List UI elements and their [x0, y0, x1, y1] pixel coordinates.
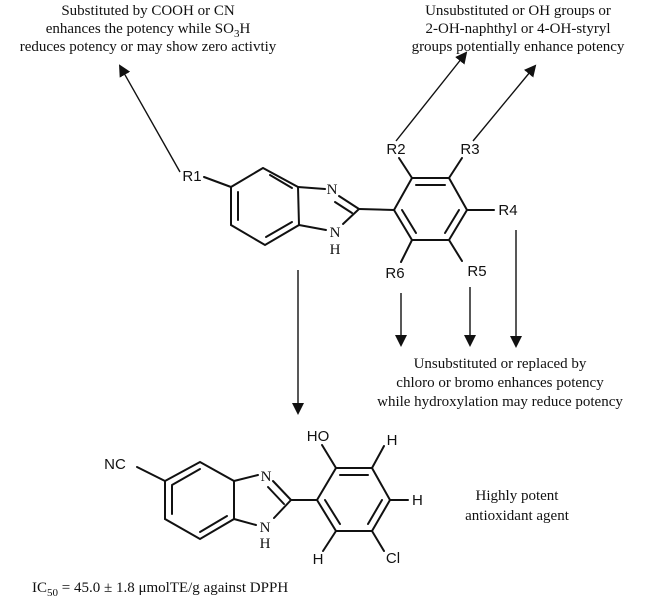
bond-c2-phenyl	[358, 208, 395, 211]
bond-phenyl-double-c	[401, 209, 417, 234]
bond-compound-c-n3	[233, 474, 259, 482]
bond-compound-n3-c2-double	[267, 486, 285, 505]
note-r4r5r6-line2: chloro or bromo enhances potency	[396, 375, 604, 391]
note-r1-line2-pre: enhances the potency while SO	[46, 21, 234, 37]
arrows	[119, 51, 537, 415]
note-r2r3-line2: 2-OH-naphthyl or 4-OH-styryl	[426, 21, 611, 37]
atom-h1: H	[330, 242, 341, 258]
bond-compound-n1-c2	[273, 499, 292, 519]
note-potent-line1: Highly potent	[476, 488, 560, 504]
bond-compound-phenyl-double-c	[324, 499, 341, 525]
note-potent-line2: antioxidant agent	[465, 508, 570, 524]
label-r1: R1	[182, 168, 201, 185]
bond-cn	[136, 466, 166, 482]
atom-compound-n1: N	[260, 520, 271, 536]
bond-n3-c2	[338, 195, 360, 210]
bond-benzo-double-a	[269, 174, 293, 189]
atom-cn: NC	[104, 456, 126, 473]
bond-r1	[203, 176, 232, 188]
bond-c-n1	[298, 224, 327, 231]
note-r2r3: Unsubstituted or OH groups or 2-OH-napht…	[412, 3, 625, 55]
note-r4r5r6-line1: Unsubstituted or replaced by	[414, 356, 587, 372]
atom-compound-h1: H	[260, 536, 271, 552]
bond-compound-n3-c2	[272, 480, 292, 501]
bond-phenyl-double-b	[444, 209, 460, 234]
bond-r2	[398, 157, 413, 179]
bond-benzo-ring	[230, 167, 301, 247]
label-r2: R2	[386, 141, 405, 158]
label-r6: R6	[385, 265, 404, 282]
bond-compound-benzo-ring	[164, 460, 235, 541]
bond-n3-c2-double	[334, 201, 353, 214]
atom-h-a: H	[387, 432, 398, 449]
bond-benzo-double-b	[265, 221, 293, 238]
bond-oh	[321, 444, 337, 469]
bond-compound-benzo-double-a	[171, 468, 201, 486]
bond-compound-c-n1	[233, 518, 257, 526]
note-r2r3-line1: Unsubstituted or OH groups or	[425, 3, 611, 19]
label-r3: R3	[460, 141, 479, 158]
atom-compound-n3: N	[261, 469, 272, 485]
potent-compound-structure: N N H NC HO H H Cl H	[104, 428, 423, 568]
note-r2r3-line3: groups potentially enhance potency	[412, 39, 625, 55]
scaffold-structure: N N H R1 R2 R3 R4 R5 R6	[182, 141, 517, 282]
bond-h-c	[322, 530, 337, 552]
bond-r5	[448, 239, 463, 262]
atom-cl: Cl	[386, 550, 400, 567]
atom-ho: HO	[307, 428, 330, 445]
label-r4: R4	[498, 202, 517, 219]
note-potent: Highly potent antioxidant agent	[465, 488, 570, 524]
bond-compound-benzo-double-b	[199, 515, 228, 533]
note-r1-line2: enhances the potency while SO3H	[46, 21, 251, 40]
arrow-r1	[119, 64, 181, 173]
note-r1: Substituted by COOH or CN enhances the p…	[20, 3, 277, 55]
bond-h-a	[371, 445, 385, 469]
note-r1-line2-sub: 3	[234, 28, 240, 40]
bond-c-n3	[297, 186, 326, 190]
ic50-value: IC50 = 45.0 ± 1.8 μmolTE/g against DPPH	[32, 580, 288, 599]
note-r4r5r6: Unsubstituted or replaced by chloro or b…	[377, 356, 623, 410]
atom-h-b: H	[412, 492, 423, 509]
atom-h-c: H	[313, 551, 324, 568]
ic50-post: = 45.0 ± 1.8 μmolTE/g against DPPH	[58, 580, 288, 596]
arrow-r3	[472, 64, 537, 142]
bond-cl	[371, 530, 385, 552]
bond-r3	[448, 157, 463, 179]
atom-n3: N	[327, 182, 338, 198]
bond-n1-c2	[342, 208, 360, 225]
bond-phenyl-ring	[393, 177, 469, 241]
bond-compound-phenyl-ring	[316, 467, 392, 532]
note-r1-line1: Substituted by COOH or CN	[61, 3, 235, 19]
bond-r6	[400, 239, 413, 263]
bond-compound-phenyl-double-b	[367, 499, 383, 525]
note-r4r5r6-line3: while hydroxylation may reduce potency	[377, 394, 623, 410]
label-r5: R5	[467, 263, 486, 280]
note-r1-line3: reduces potency or may show zero activti…	[20, 39, 277, 55]
ic50-sub: 50	[47, 587, 59, 599]
ic50-pre: IC	[32, 580, 47, 596]
atom-n1: N	[330, 225, 341, 241]
note-r1-line2-post: H	[239, 21, 250, 37]
arrow-r2	[395, 51, 468, 142]
